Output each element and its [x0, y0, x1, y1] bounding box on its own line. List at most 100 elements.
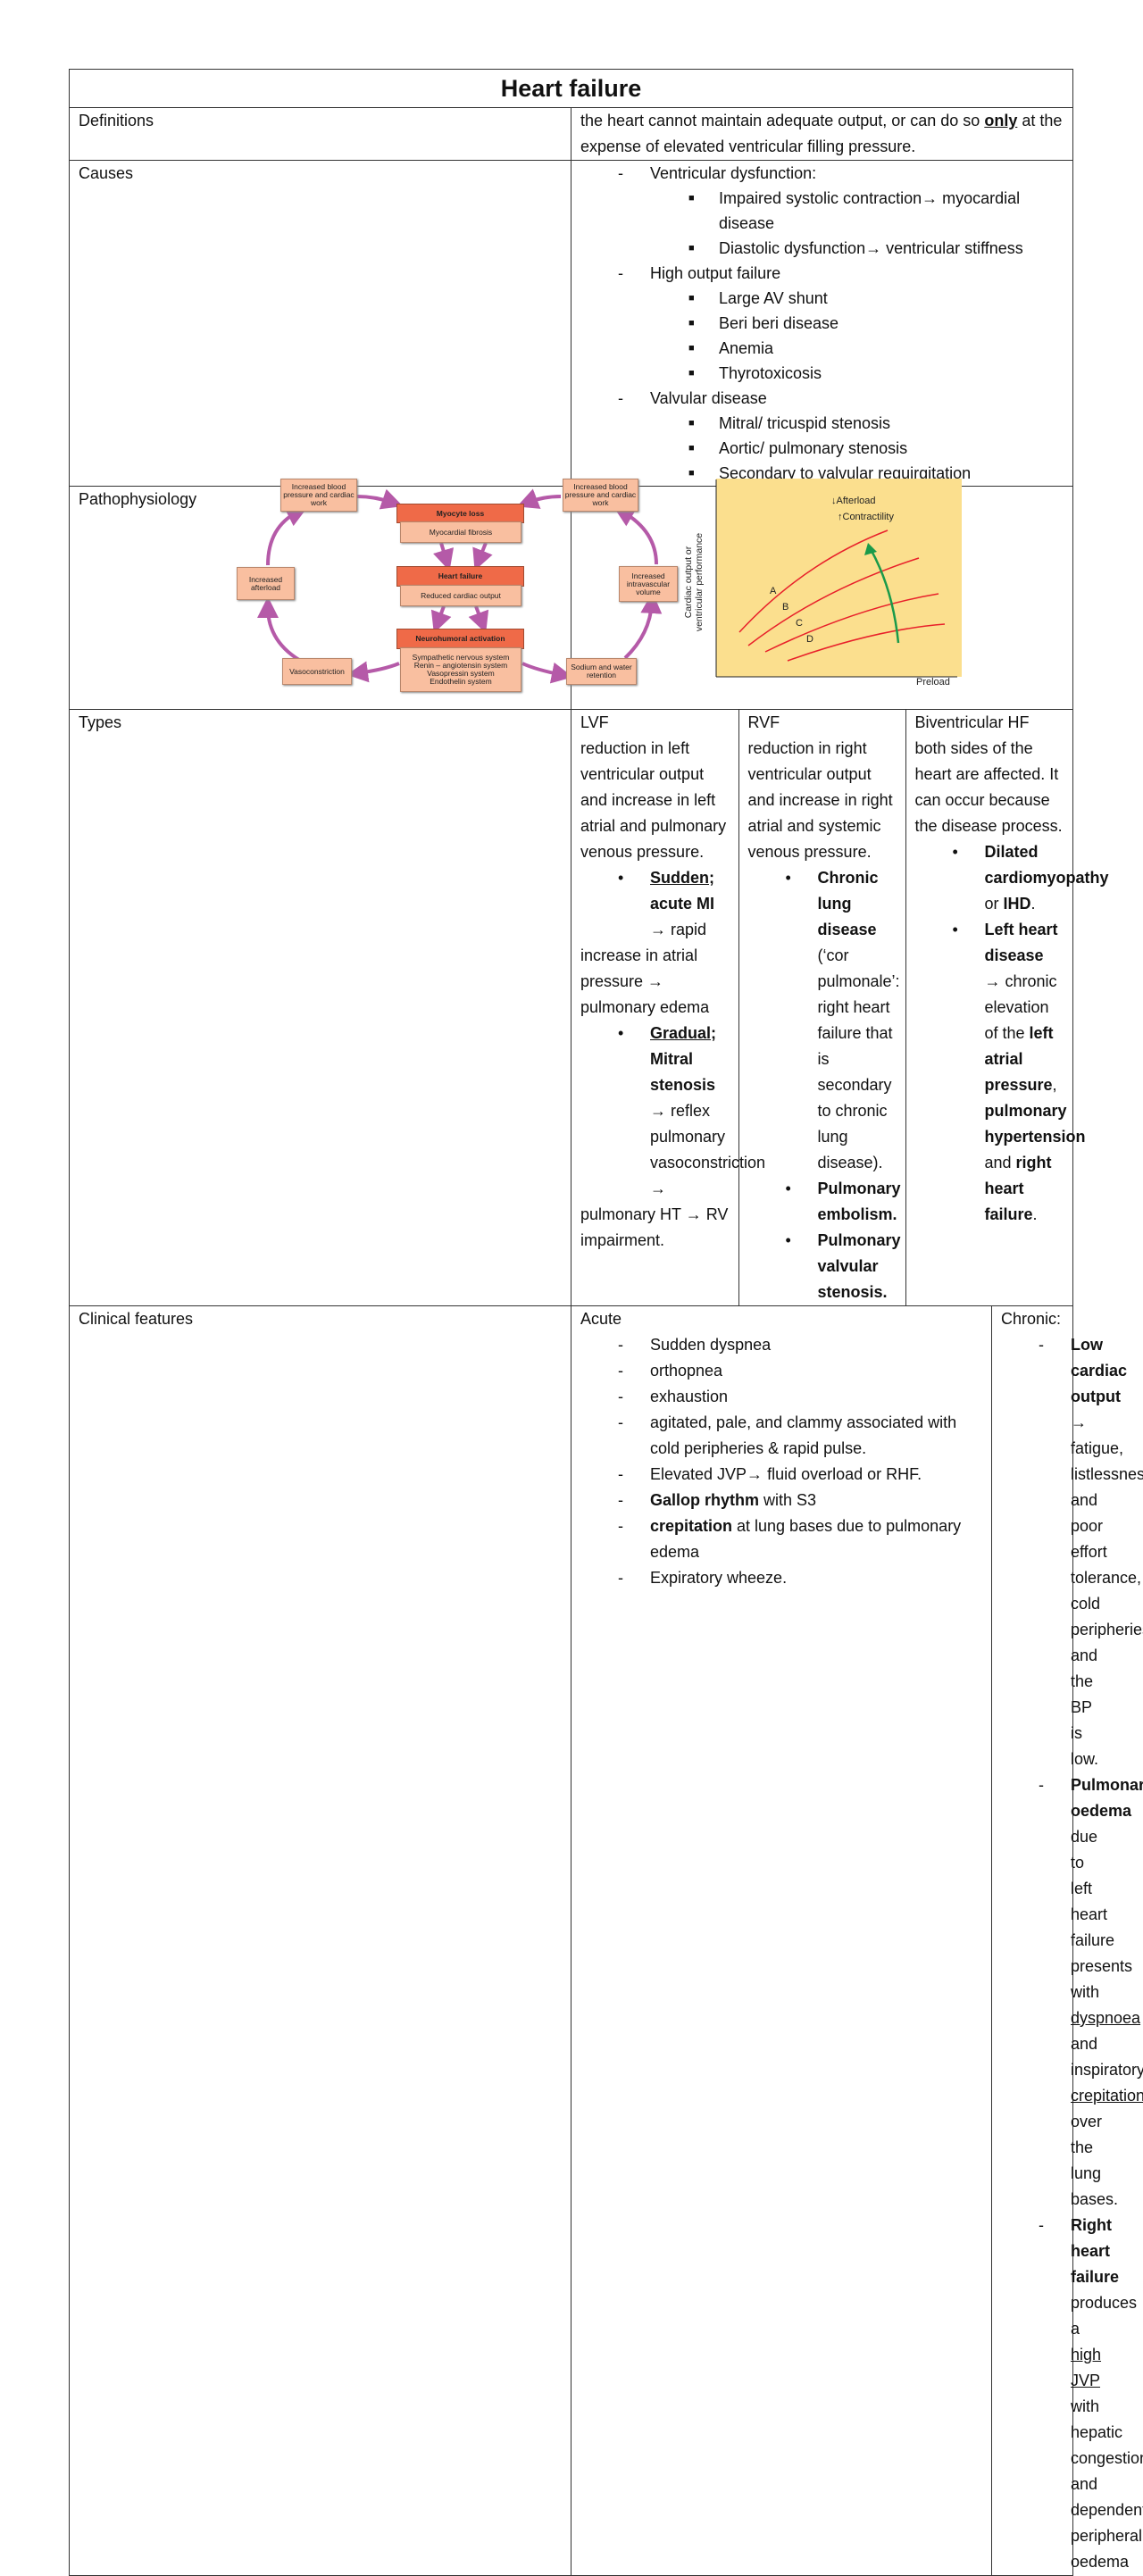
text-segment: Secondary to valvular reguirgitation: [719, 464, 972, 482]
row-label-types: Types: [69, 709, 572, 1306]
text-block: increase in atrial pressure → pulmonary …: [580, 943, 730, 1021]
text-block: •Dilated cardiomyopathy or IHD.: [915, 839, 1109, 917]
text-segment: agitated, pale, and clammy associated wi…: [650, 1413, 957, 1457]
text-block: -Low cardiac output → fatigue, listlessn…: [1001, 1332, 1143, 1772]
dash-bullet-icon: -: [618, 1336, 623, 1354]
text-block: -exhaustion: [580, 1384, 982, 1410]
text-segment: Left heart disease: [984, 921, 1058, 964]
dash-bullet-icon: -: [618, 264, 623, 282]
square-bullet-icon: ■: [688, 293, 695, 304]
text-block: ■Beri beri disease: [580, 311, 1064, 336]
system-item: Endothelin system: [430, 677, 492, 686]
box-increased-bp-right: Increased blood pressure and cardiac wor…: [563, 479, 638, 512]
text-block: •Pulmonary embolism.: [748, 1176, 901, 1228]
text-segment: or: [984, 895, 1004, 913]
text-segment: rapid: [666, 921, 707, 938]
causes-content: - Ventricular dysfunction: ■ Impaired systo…: [571, 160, 1073, 487]
text-block: Biventricular HF: [915, 710, 1064, 736]
graph-background: [716, 479, 962, 677]
text-segment: and: [984, 1154, 1016, 1171]
curve-label-a: A: [770, 586, 777, 596]
box-heart-failure: Heart failure: [396, 566, 524, 587]
text-segment: Ventricular dysfunction:: [650, 164, 817, 182]
text-block: reduction in left ventricular output and…: [580, 736, 730, 865]
box-neurohumoral: Neurohumoral activation: [396, 629, 524, 649]
box-vasoconstriction: Vasoconstriction: [282, 658, 352, 685]
clinical-chronic: Chronic:-Low cardiac output → fatigue, l…: [991, 1306, 1143, 2575]
text-segment: orthopnea: [650, 1362, 723, 1380]
dot-bullet-icon: •: [952, 921, 958, 938]
annotation-contractility: ↑Contractility: [838, 512, 894, 522]
dash-bullet-icon: -: [618, 1491, 623, 1509]
text-segment: Large AV shunt: [719, 289, 828, 307]
text-block: - High output failure: [580, 261, 1064, 286]
text-block: -crepitation at lung bases due to pulmon…: [580, 1513, 982, 1565]
box-systems: Sympathetic nervous system Renin – angio…: [400, 647, 521, 692]
text-block: -Elevated JVP→ fluid overload or RHF.: [580, 1462, 982, 1488]
text-block: ■Mitral/ tricuspid stenosis: [580, 411, 1064, 436]
text-segment: Valvular disease: [650, 389, 767, 407]
dot-bullet-icon: •: [618, 869, 624, 887]
text-segment: Pulmonary embolism.: [817, 1180, 901, 1223]
text-block: •Sudden; acute MI → rapid: [580, 865, 730, 943]
heart-failure-table: Heart failure Definitions the heart cann…: [69, 69, 1143, 2576]
text-segment: Right heart failure: [1071, 2216, 1120, 2286]
definitions-content: the heart cannot maintain adequate outpu…: [571, 107, 1073, 161]
y-axis-label: Cardiac output or ventricular performanc…: [683, 532, 705, 632]
up-arrow-icon: ↑: [838, 512, 843, 522]
text-segment: Aortic/ pulmonary stenosis: [719, 439, 908, 457]
text-block: •Gradual; Mitral stenosis → reflex pulmo…: [580, 1021, 765, 1202]
page-title: Heart failure: [69, 69, 1073, 108]
row-label-clinical: Clinical features: [69, 1305, 572, 2576]
dot-bullet-icon: •: [785, 869, 791, 887]
text-segment: Acute: [580, 1310, 622, 1328]
system-item: Renin – angiotensin system: [413, 661, 508, 670]
text-segment: right heart failure: [984, 1154, 1052, 1223]
text-segment: crepitation: [650, 1517, 733, 1535]
text-block: ■Anemia: [580, 336, 1064, 361]
box-increased-bp-left: Increased blood pressure and cardiac wor…: [280, 479, 357, 512]
text-block: -Valvular disease: [580, 386, 1064, 411]
text-block: the heart cannot maintain adequate outpu…: [580, 108, 1064, 160]
text-segment: produces a: [1071, 2294, 1138, 2338]
curve-label-d: D: [806, 634, 813, 645]
square-bullet-icon: ■: [688, 468, 695, 479]
text-segment: Impaired systolic contraction→ myocardia…: [719, 189, 1021, 232]
text-segment: (‘cor pulmonale’: right heart failure th…: [817, 946, 900, 1171]
text-segment: at the expense of elevated ventricular f…: [580, 112, 1063, 155]
text-segment: Expiratory wheeze.: [650, 1569, 788, 1587]
dash-bullet-icon: -: [1039, 1776, 1044, 1794]
text-segment: crepitations: [1071, 2087, 1143, 2105]
annotation-afterload: ↓Afterload: [831, 496, 876, 506]
text-block: •Chronic lung disease (‘cor pulmonale’: …: [748, 865, 900, 1176]
text-segment: left atrial pressure: [984, 1024, 1054, 1094]
text-segment: only: [984, 112, 1018, 129]
text-segment: ; acute MI →: [650, 869, 715, 938]
box-intravascular-volume: Increased intravascular volume: [619, 566, 678, 602]
text-block: - Ventricular dysfunction:: [580, 161, 1064, 186]
text-block: -Expiratory wheeze.: [580, 1565, 982, 1591]
text-block: LVF: [580, 710, 730, 736]
dash-bullet-icon: -: [618, 164, 623, 182]
text-block: Acute: [580, 1306, 982, 1332]
dash-bullet-icon: -: [618, 1362, 623, 1380]
text-block: both sides of the heart are affected. It…: [915, 736, 1064, 839]
text-segment: Pulmonary valvular stenosis.: [817, 1231, 901, 1301]
text-segment: both sides of the heart are affected. It…: [914, 739, 1063, 835]
text-segment: IHD: [1003, 895, 1031, 913]
box-myocardial-fibrosis: Myocardial fibrosis: [400, 521, 521, 543]
text-block: •Pulmonary valvular stenosis.: [748, 1228, 901, 1305]
text-segment: Low cardiac output: [1071, 1336, 1128, 1405]
row-label-definitions: Definitions: [69, 107, 572, 161]
text-segment: High output failure: [650, 264, 781, 282]
text-block: Chronic:: [1001, 1306, 1064, 1332]
text-segment: Beri beri disease: [719, 314, 839, 332]
text-block: RVF: [748, 710, 897, 736]
text-segment: → fatigue, listlessness and poor effort …: [1071, 1413, 1143, 1768]
text-segment: Elevated JVP→ fluid overload or RHF.: [650, 1465, 922, 1483]
text-block: ■Aortic/ pulmonary stenosis: [580, 436, 1064, 461]
text-segment: Gradual: [650, 1024, 712, 1042]
